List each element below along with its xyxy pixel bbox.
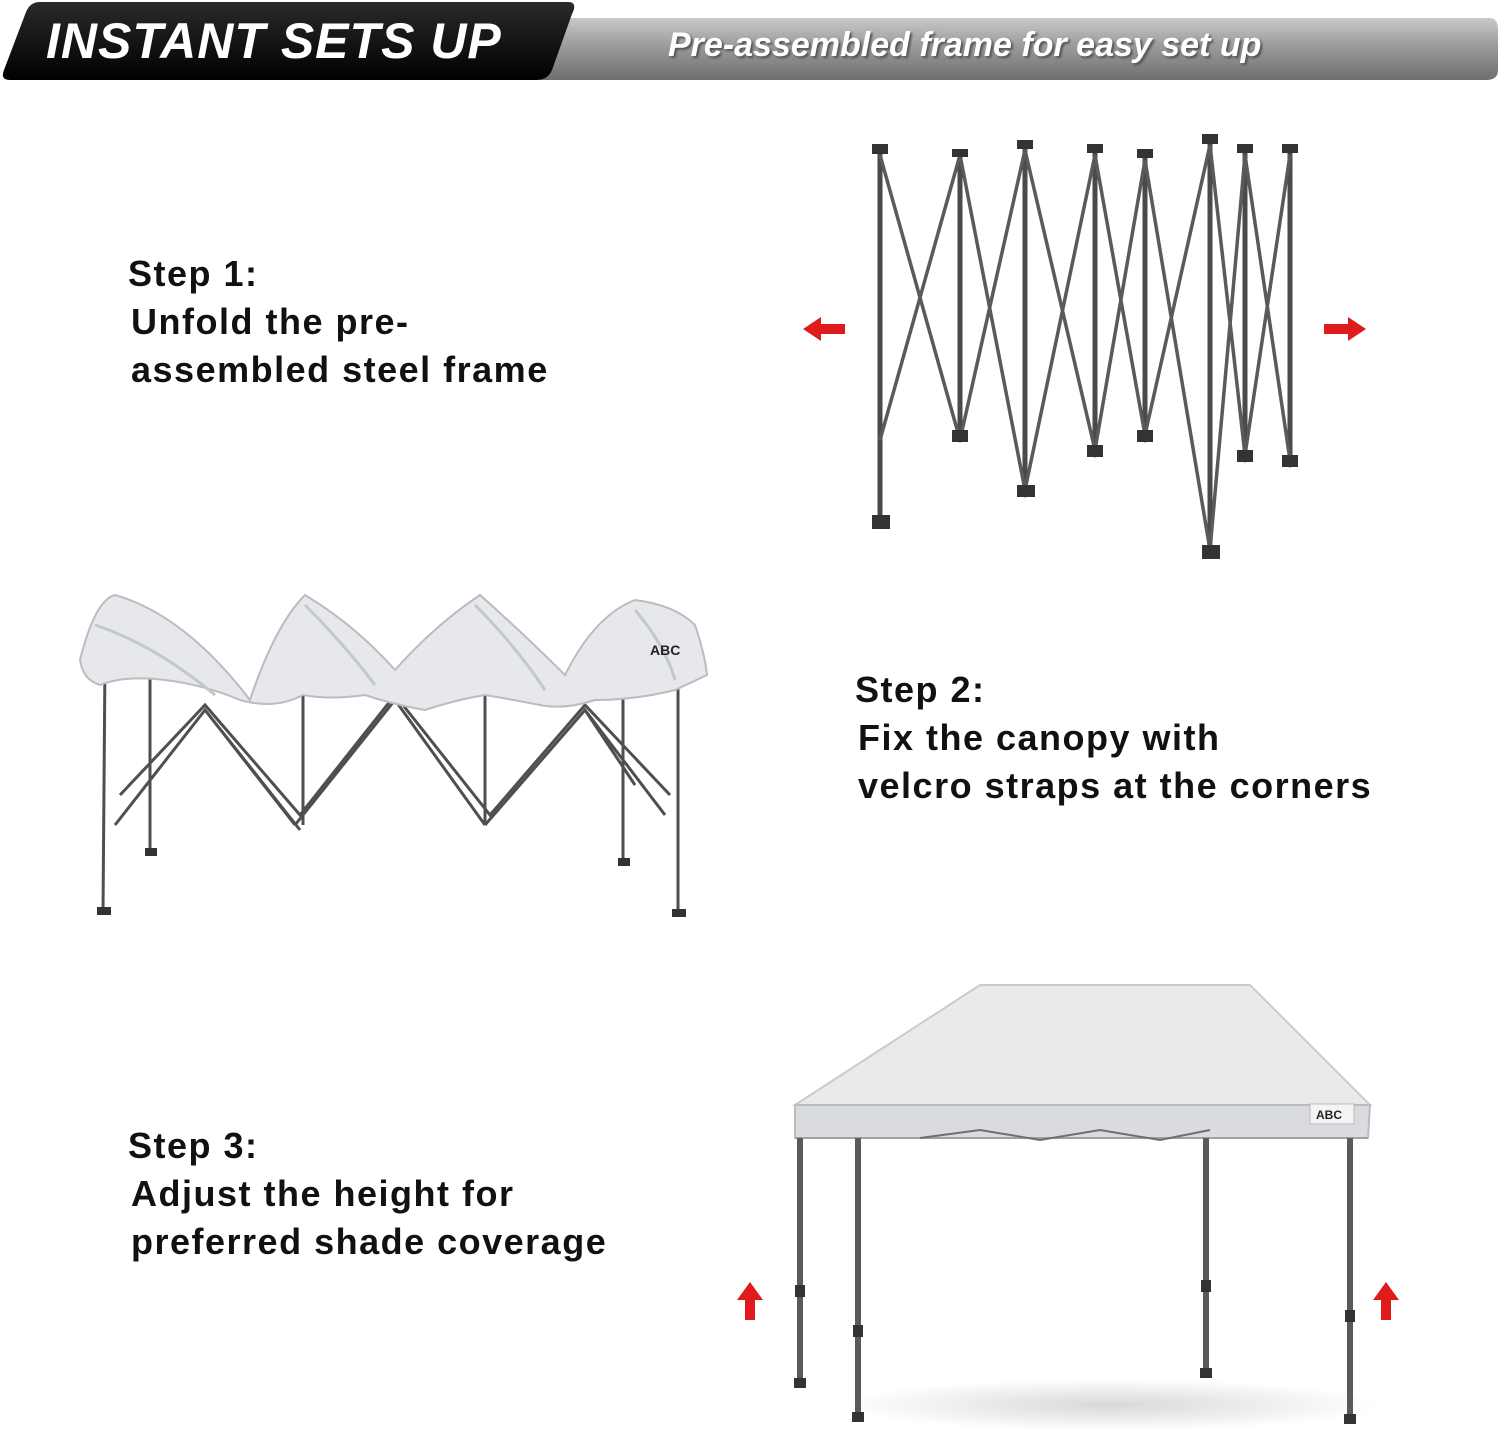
banner-background (2, 2, 1498, 80)
brand-logo: ABC (650, 642, 680, 658)
right-arrow-icon (1324, 317, 1366, 341)
banner-subtitle: Pre-assembled frame for easy set up (668, 26, 1262, 64)
folded-frame-image (872, 134, 1298, 559)
step-3-text: Step 3: Adjust the height for preferred … (128, 1122, 608, 1266)
banner-title: INSTANT SETS UP (46, 13, 502, 69)
assembled-canopy-image: ABC (791, 984, 1380, 1431)
step-1-text: Step 1: Unfold the pre- assembled steel … (128, 250, 549, 394)
step-2-line-1: Fix the canopy with (858, 717, 1221, 758)
left-arrow-icon (803, 317, 845, 341)
step-3-line-2: preferred shade coverage (131, 1221, 608, 1262)
step-1-label: Step 1: (128, 253, 259, 294)
step-2-label: Step 2: (855, 669, 986, 710)
step-3-label: Step 3: (128, 1125, 259, 1166)
up-arrow-icon (1373, 1282, 1399, 1320)
step-3-line-1: Adjust the height for (131, 1173, 515, 1214)
canopy-on-frame-image: ABC (78, 593, 709, 917)
step-1-line-1: Unfold the pre- (131, 301, 410, 342)
up-arrow-icon (737, 1282, 763, 1320)
step-1-line-2: assembled steel frame (131, 349, 549, 390)
step-2-line-2: velcro straps at the corners (858, 765, 1373, 806)
step-2-text: Step 2: Fix the canopy with velcro strap… (855, 666, 1373, 810)
header-banner: INSTANT SETS UP Pre-assembled frame for … (0, 0, 1500, 86)
brand-logo: ABC (1316, 1108, 1342, 1122)
